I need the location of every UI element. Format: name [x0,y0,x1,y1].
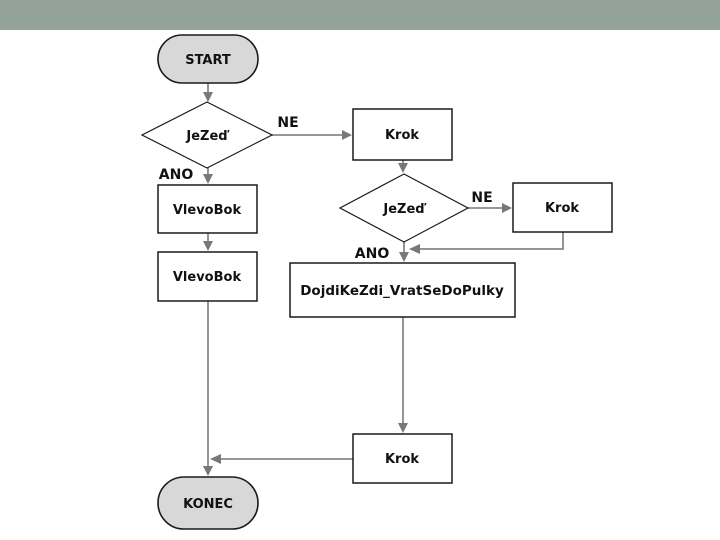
edge-vlevobok1-to-vlevobok2 [203,233,213,251]
header-bar [0,0,720,30]
krok2-process-shape [512,182,613,233]
node-decision2-label: JeZeď [382,202,427,217]
decision2-diamond-shape [338,173,470,243]
edge-krok2-loop-back [409,232,564,254]
arrow-down-icon [203,241,213,251]
arrow-left-icon [409,244,420,254]
start-terminal-shape [157,34,259,84]
edge-krok3-to-main-line [210,454,353,464]
konec-terminal-shape [157,476,259,530]
node-start: START [157,34,259,84]
edge-krok1-to-decision2 [398,160,408,173]
node-konec-label: KONEC [183,497,233,512]
dojdi-process-shape [289,262,516,318]
edge-label-ano1: ANO [159,167,194,183]
node-decision2: JeZeď [338,173,470,243]
arrow-down-icon [203,92,213,102]
node-decision1: JeZeď [140,101,274,169]
edge-decision2-ne-to-krok2 [468,203,512,213]
node-krok1: Krok [352,108,453,161]
node-dojdi-label: DojdiKeZdi_VratSeDoPulky [300,283,504,299]
arrow-down-icon [398,163,408,173]
decision1-diamond-shape [140,101,274,169]
node-vlevobok2-label: VlevoBok [173,270,242,285]
vlevobok1-process-shape [157,184,258,234]
node-vlevobok1-label: VlevoBok [173,203,242,218]
arrow-right-icon [502,203,512,213]
node-dojdi: DojdiKeZdi_VratSeDoPulky [289,262,516,318]
arrow-left-icon [210,454,221,464]
node-krok3: Krok [352,433,453,484]
node-konec: KONEC [157,476,259,530]
node-vlevobok2: VlevoBok [157,251,258,302]
arrow-down-icon [203,466,213,476]
node-vlevobok1: VlevoBok [157,184,258,234]
krok1-process-shape [352,108,453,161]
krok3-process-shape [352,433,453,484]
node-krok3-label: Krok [385,452,419,467]
edge-label-ne2: NE [471,190,492,206]
edge-vlevobok2-to-konec [203,301,213,476]
node-krok2: Krok [512,182,613,233]
edge-decision1-ne-to-krok1 [272,130,352,140]
edge-label-ne1: NE [277,115,298,131]
arrow-down-icon [398,423,408,433]
node-krok2-label: Krok [545,201,579,216]
edge-label-ano2: ANO [355,246,390,262]
arrow-down-icon [203,174,213,184]
node-krok1-label: Krok [385,128,419,143]
arrow-down-icon [399,252,409,262]
node-start-label: START [185,53,231,68]
arrow-right-icon [342,130,352,140]
edge-decision1-ano-to-vlevobok1 [203,168,213,184]
vlevobok2-process-shape [157,251,258,302]
node-decision1-label: JeZeď [185,129,230,144]
edge-dojdi-to-krok3 [398,317,408,433]
edge-decision2-ano-to-dojdi [399,242,409,262]
edge-start-to-decision1 [203,83,213,102]
